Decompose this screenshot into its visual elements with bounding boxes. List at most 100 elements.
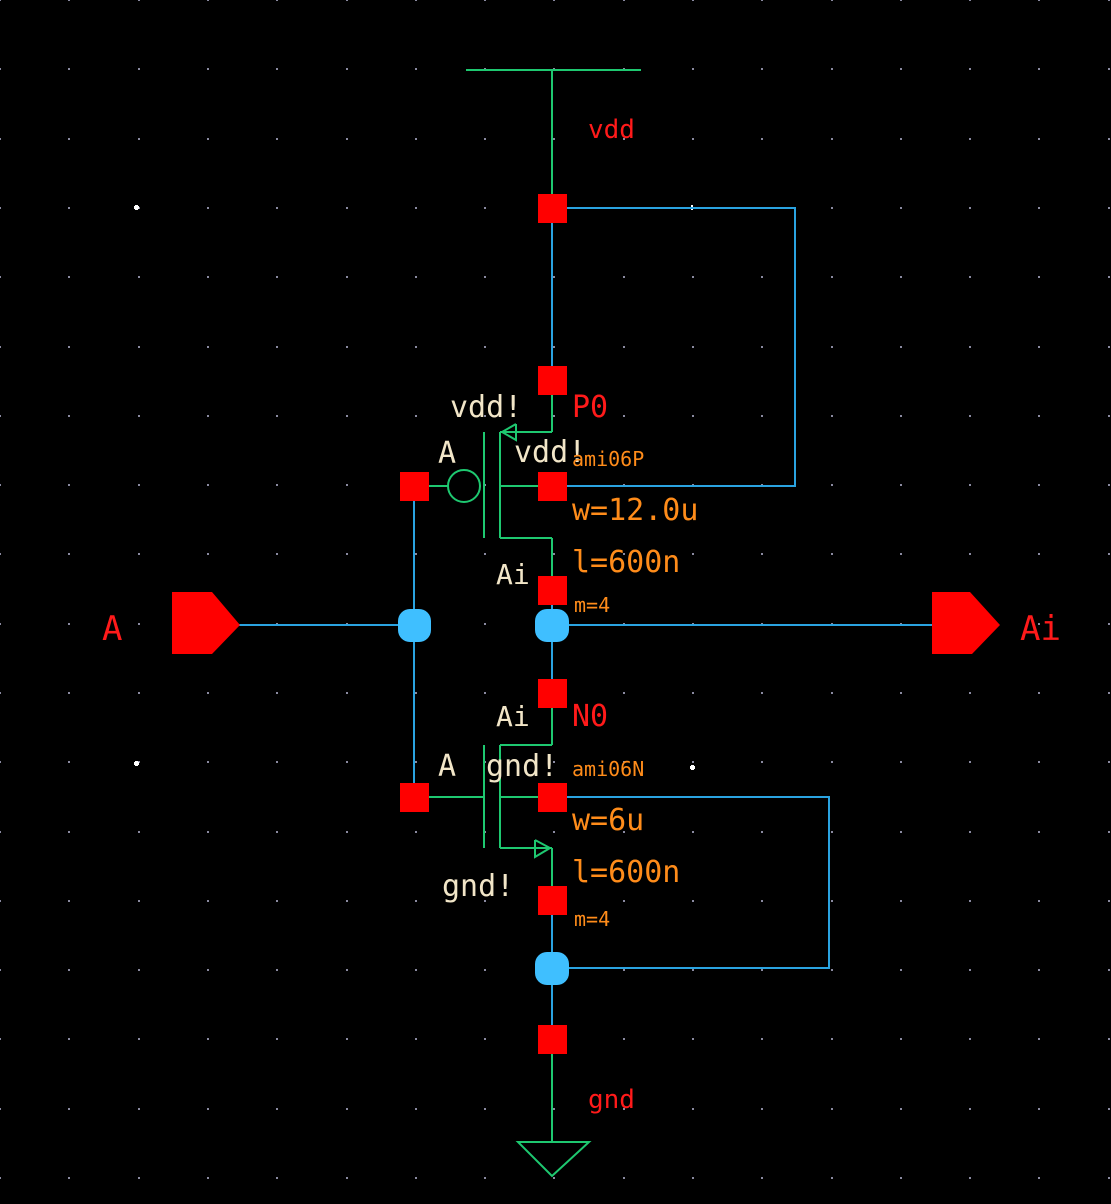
pmos-bulk-pin[interactable] bbox=[538, 472, 567, 501]
grid-dot bbox=[623, 415, 625, 417]
grid-dot bbox=[969, 276, 971, 278]
ground-icon bbox=[515, 1141, 592, 1178]
grid-dot bbox=[207, 138, 209, 140]
grid-dot bbox=[1108, 138, 1110, 140]
grid-dot bbox=[1038, 761, 1040, 763]
grid-dot bbox=[0, 969, 1, 971]
grid-dot bbox=[1038, 623, 1040, 625]
grid-dot bbox=[68, 1038, 70, 1040]
grid-dot bbox=[969, 1108, 971, 1110]
gnd-pin[interactable] bbox=[538, 1025, 567, 1054]
grid-dot bbox=[553, 761, 555, 763]
grid-dot bbox=[138, 68, 140, 70]
grid-dot bbox=[68, 553, 70, 555]
grid-dot bbox=[623, 692, 625, 694]
grid-dot bbox=[761, 1177, 763, 1179]
nmos-model-name: ami06N bbox=[572, 757, 644, 781]
grid-dot bbox=[68, 831, 70, 833]
grid-dot bbox=[346, 1177, 348, 1179]
gnd-net-label: gnd bbox=[588, 1085, 635, 1115]
grid-dot bbox=[900, 1177, 902, 1179]
grid-dot bbox=[761, 692, 763, 694]
output-port-Ai-icon[interactable] bbox=[932, 592, 1000, 654]
grid-dot bbox=[969, 68, 971, 70]
vdd-supply-symbol[interactable] bbox=[466, 69, 641, 208]
pmos-drain-pin[interactable] bbox=[538, 576, 567, 605]
grid-dot bbox=[346, 831, 348, 833]
grid-dot bbox=[207, 1177, 209, 1179]
pmos-drain-label: Ai bbox=[496, 558, 530, 591]
grid-dot bbox=[831, 346, 833, 348]
grid-dot bbox=[68, 207, 70, 209]
grid-dot bbox=[138, 0, 140, 1]
wire-nmos-bulk[interactable] bbox=[552, 796, 830, 969]
grid-dot bbox=[415, 415, 417, 417]
grid-dot bbox=[1038, 900, 1040, 902]
nmos-length-param: l=600n bbox=[572, 855, 680, 890]
nmos-drain-pin[interactable] bbox=[538, 679, 567, 708]
grid-dot bbox=[761, 1038, 763, 1040]
grid-dot bbox=[692, 553, 694, 555]
junction-gate-node bbox=[398, 609, 431, 642]
gnd-supply-symbol[interactable] bbox=[515, 1040, 592, 1178]
grid-dot bbox=[276, 1108, 278, 1110]
grid-dot bbox=[0, 831, 1, 833]
grid-dot bbox=[1038, 1177, 1040, 1179]
grid-dot bbox=[900, 276, 902, 278]
grid-dot bbox=[0, 761, 1, 763]
grid-dot bbox=[831, 692, 833, 694]
grid-dot bbox=[969, 553, 971, 555]
wire-pmos-bulk[interactable] bbox=[552, 207, 796, 487]
vdd-pin[interactable] bbox=[538, 194, 567, 223]
junction-nmos-bulk-node bbox=[535, 952, 569, 985]
pmos-gate-pin[interactable] bbox=[400, 472, 429, 501]
nmos-transistor-N0[interactable] bbox=[414, 690, 553, 900]
nmos-gate-pin[interactable] bbox=[400, 783, 429, 812]
grid-dot bbox=[831, 138, 833, 140]
grid-dot bbox=[969, 346, 971, 348]
grid-dot bbox=[692, 68, 694, 70]
grid-dot bbox=[138, 969, 140, 971]
grid-dot bbox=[276, 484, 278, 486]
grid-dot bbox=[207, 831, 209, 833]
grid-dot bbox=[692, 0, 694, 1]
grid-dot bbox=[415, 1177, 417, 1179]
grid-dot bbox=[969, 0, 971, 1]
grid-dot bbox=[0, 692, 1, 694]
grid-dot bbox=[68, 276, 70, 278]
grid-dot bbox=[692, 1038, 694, 1040]
grid-dot bbox=[692, 138, 694, 140]
grid-dot bbox=[484, 207, 486, 209]
grid-dot bbox=[138, 1177, 140, 1179]
grid-dot bbox=[0, 138, 1, 140]
grid-dot bbox=[346, 0, 348, 1]
nmos-source-pin[interactable] bbox=[538, 886, 567, 915]
grid-dot bbox=[623, 900, 625, 902]
grid-dot bbox=[68, 0, 70, 1]
grid-dot bbox=[346, 692, 348, 694]
grid-dot bbox=[138, 484, 140, 486]
pmos-source-pin[interactable] bbox=[538, 366, 567, 395]
grid-dot bbox=[900, 553, 902, 555]
grid-dot bbox=[969, 692, 971, 694]
grid-dot bbox=[553, 0, 555, 1]
grid-dot bbox=[1038, 68, 1040, 70]
grid-dot bbox=[900, 484, 902, 486]
grid-dot bbox=[900, 831, 902, 833]
grid-dot bbox=[831, 1038, 833, 1040]
pmos-arrow-icon bbox=[499, 423, 517, 442]
input-port-A-icon[interactable] bbox=[172, 592, 240, 654]
grid-dot bbox=[276, 276, 278, 278]
grid-dot bbox=[969, 761, 971, 763]
output-port-label: Ai bbox=[1020, 609, 1061, 649]
grid-dot bbox=[138, 831, 140, 833]
grid-dot bbox=[553, 346, 555, 348]
grid-dot bbox=[0, 207, 1, 209]
grid-dot bbox=[207, 900, 209, 902]
grid-dot bbox=[0, 484, 1, 486]
grid-dot bbox=[1108, 276, 1110, 278]
nmos-bulk-pin[interactable] bbox=[538, 783, 567, 812]
grid-dot bbox=[415, 1038, 417, 1040]
